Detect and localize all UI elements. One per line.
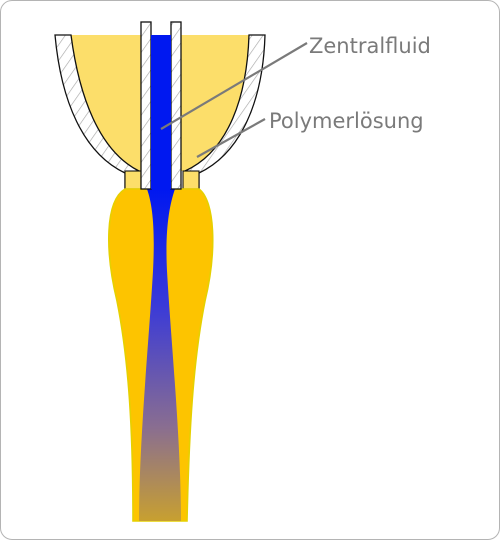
inner-capillary-wall-left xyxy=(140,21,152,190)
annular-outlet-left xyxy=(124,170,142,190)
label-central-fluid: Zentralfluid xyxy=(309,34,431,58)
inner-capillary-wall-right xyxy=(170,21,182,190)
central-fluid-capillary xyxy=(151,35,171,189)
leader-line-polymer-solution xyxy=(196,118,266,158)
central-fluid-jet xyxy=(139,189,181,521)
leader-line-central-fluid xyxy=(160,42,308,130)
label-polymer-solution: Polymerlösung xyxy=(269,109,424,133)
annular-outlet-right xyxy=(182,170,200,190)
